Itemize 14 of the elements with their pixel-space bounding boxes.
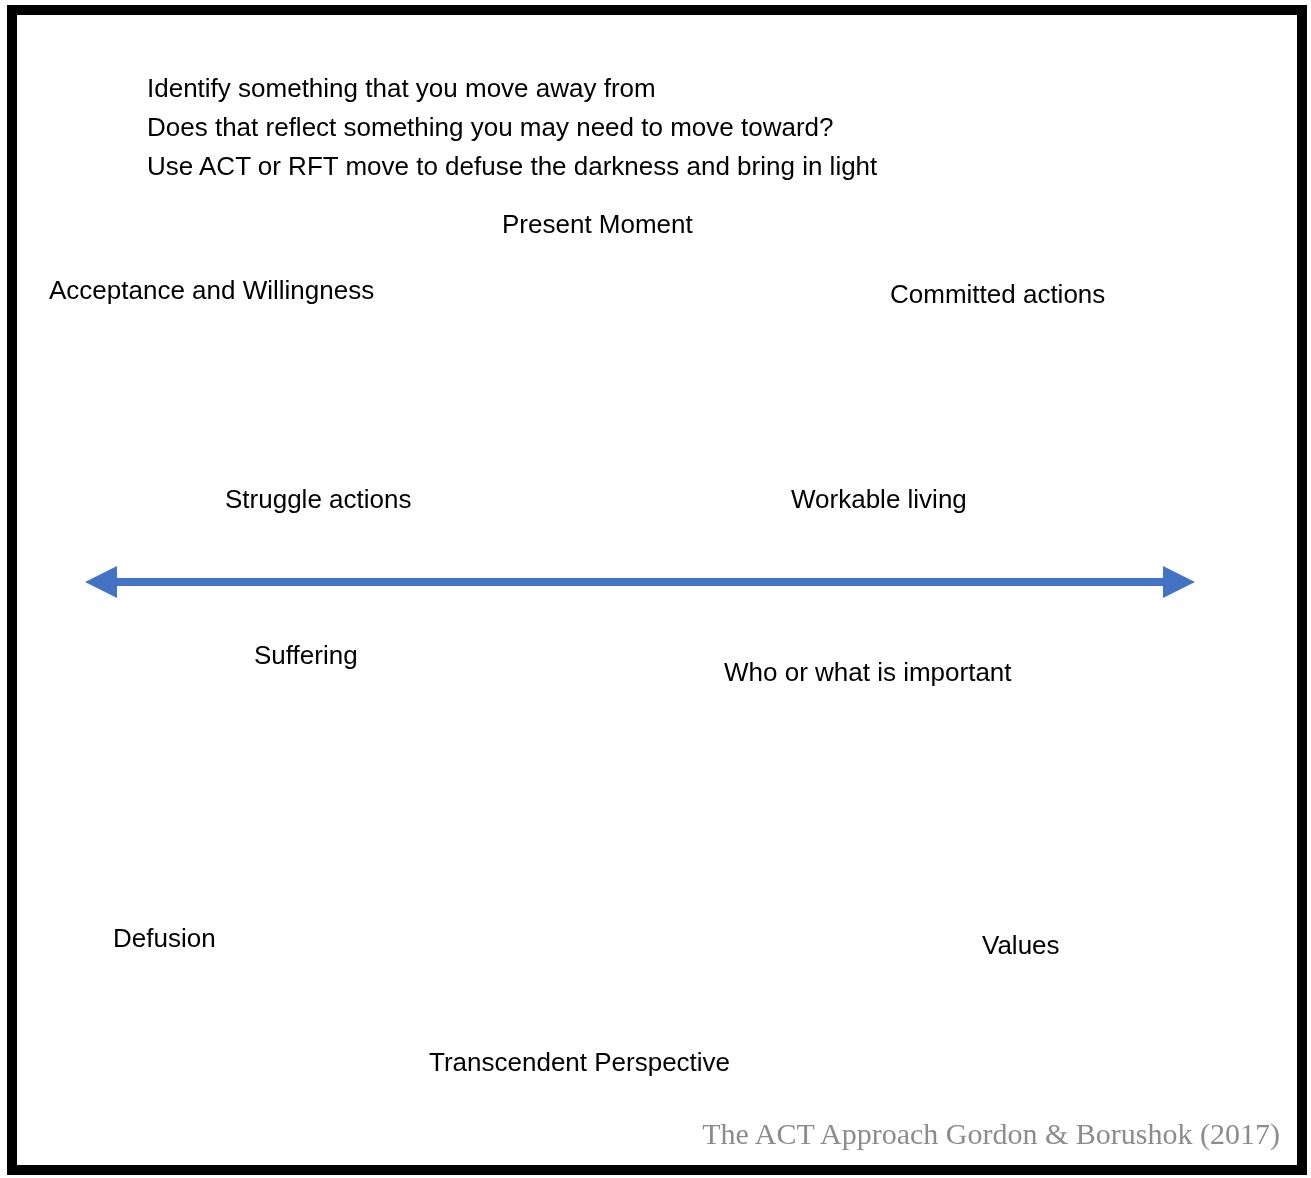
process-label: Values bbox=[982, 930, 1060, 960]
choice-label: Workable living bbox=[791, 484, 967, 514]
instruction-text: Does that reflect something you may need to move toward? bbox=[147, 112, 834, 142]
instruction-text: Use ACT or RFT move to defuse the darkness and bring in light bbox=[147, 151, 878, 181]
choice-label: Struggle actions bbox=[225, 484, 412, 514]
process-label: Acceptance and Willingness bbox=[49, 275, 375, 305]
process-label: Committed actions bbox=[890, 279, 1106, 309]
instruction-text: Identify something that you move away from bbox=[147, 73, 656, 103]
choice-label: Suffering bbox=[254, 640, 358, 670]
process-label: Present Moment bbox=[502, 209, 693, 239]
choice-label: Who or what is important bbox=[724, 657, 1012, 687]
process-label: Defusion bbox=[113, 923, 216, 953]
citation-caption: The ACT Approach Gordon & Borushok (2017) bbox=[702, 1117, 1280, 1151]
process-label: Transcendent Perspective bbox=[429, 1047, 731, 1077]
